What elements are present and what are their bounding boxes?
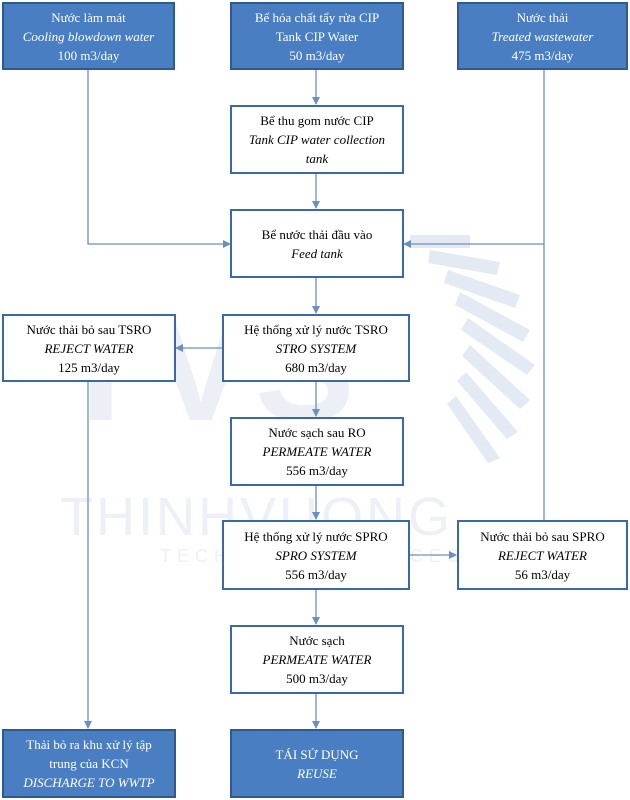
node-feed-tank: Bể nước thải đầu vào Feed tank — [230, 209, 404, 278]
label-en: PERMEATE WATER — [262, 444, 372, 459]
label-flow: 56 m3/day — [514, 566, 571, 582]
label-vi: Nước thải bỏ sau TSRO — [26, 321, 152, 337]
label-vi: Bể nước thải đầu vào — [261, 226, 373, 242]
node-cip-chemical-tank: Bể hóa chất tẩy rửa CIP Tank CIP Water 5… — [230, 2, 404, 70]
label-flow: 556 m3/day — [285, 566, 347, 582]
label-en-line1: Tank CIP water collection — [248, 132, 386, 147]
label-en: PERMEATE WATER — [262, 652, 372, 667]
label-en: STRO SYSTEM — [275, 340, 357, 356]
label-en: REJECT WATER — [44, 340, 134, 356]
label-flow: 556 m3/day — [286, 463, 348, 478]
node-spro-reject: Nước thải bỏ sau SPRO REJECT WATER 56 m3… — [457, 520, 628, 590]
label-vi: Hệ thống xử lý nước SPRO — [244, 528, 388, 544]
label-flow: 500 m3/day — [286, 671, 348, 686]
node-discharge: Thải bỏ ra khu xử lý tập trung của KCN D… — [2, 729, 176, 798]
label-en: Cooling blowdown water — [22, 28, 155, 44]
label-vi: Nước thải — [516, 9, 569, 25]
label-en: REUSE — [297, 765, 337, 781]
node-wastewater: Nước thải Treated wastewater 475 m3/day — [457, 2, 628, 70]
label-en: DISCHARGE TO WWTP — [23, 775, 155, 790]
label-flow: 50 m3/day — [289, 47, 345, 63]
node-cip-collection-tank: Bể thu gom nước CIP Tank CIP water colle… — [230, 105, 404, 174]
label-flow: 100 m3/day — [57, 47, 120, 63]
label-flow: 680 m3/day — [285, 359, 347, 375]
node-reuse: TÁI SỬ DỤNG REUSE — [230, 729, 404, 798]
label-vi: Nước sạch — [289, 633, 345, 648]
node-ro-permeate: Nước sạch sau RO PERMEATE WATER 556 m3/d… — [230, 417, 404, 486]
label-vi: Nước sạch sau RO — [268, 425, 366, 440]
label-en: Tank CIP Water — [275, 28, 359, 44]
label-en-line2: tank — [305, 151, 329, 166]
node-cooling-water: Nước làm mát Cooling blowdown water 100 … — [2, 2, 175, 70]
label-vi-line1: Thải bỏ ra khu xử lý tập — [26, 737, 152, 752]
label-en: Treated wastewater — [491, 28, 594, 44]
node-spro-system: Hệ thống xử lý nước SPRO SPRO SYSTEM 556… — [222, 520, 410, 590]
label-vi: TÁI SỬ DỤNG — [275, 746, 359, 762]
node-tsro-system: Hệ thống xử lý nước TSRO STRO SYSTEM 680… — [222, 314, 410, 382]
label-vi: Bể thu gom nước CIP — [260, 113, 374, 128]
label-vi-line2: trung của KCN — [49, 756, 129, 771]
label-en: SPRO SYSTEM — [275, 547, 357, 563]
label-vi: Nước làm mát — [51, 9, 126, 25]
node-tsro-reject: Nước thải bỏ sau TSRO REJECT WATER 125 m… — [2, 314, 176, 382]
edge-cooling-to-feed — [87, 70, 231, 248]
label-vi: Bể hóa chất tẩy rửa CIP — [254, 9, 380, 25]
edge-wastewater-to-feed — [403, 70, 545, 248]
node-clean-water: Nước sạch PERMEATE WATER 500 m3/day — [230, 625, 404, 694]
label-flow: 125 m3/day — [58, 359, 120, 375]
label-en: Feed tank — [291, 245, 343, 261]
watermark-sunburst-icon — [410, 235, 535, 463]
label-vi: Hệ thống xử lý nước TSRO — [244, 321, 388, 337]
label-flow: 475 m3/day — [511, 47, 574, 63]
label-en: REJECT WATER — [497, 547, 587, 563]
label-vi: Nước thải bỏ sau SPRO — [480, 528, 605, 544]
